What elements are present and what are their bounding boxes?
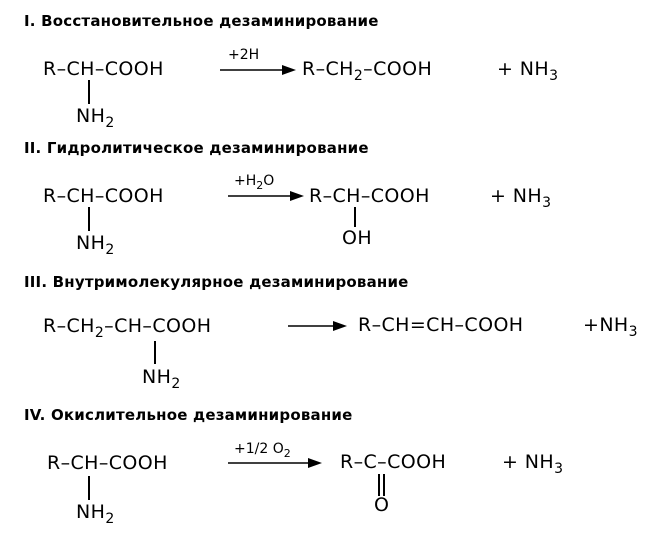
byproduct-formula: +NH3 bbox=[583, 314, 638, 340]
section-title: II. Гидролитическое дезаминирование bbox=[24, 139, 369, 157]
reaction-arrow-head bbox=[290, 191, 304, 201]
amino-group: NH2 bbox=[76, 232, 115, 258]
product-formula: R–CH–COOH bbox=[309, 185, 430, 207]
reaction-condition: +2H bbox=[228, 47, 260, 63]
reactant-formula: R–CH–COOH bbox=[43, 58, 164, 80]
amino-group: NH2 bbox=[142, 366, 181, 392]
amino-group: NH2 bbox=[76, 501, 115, 527]
byproduct-formula: + NH3 bbox=[497, 58, 559, 84]
reaction-arrow-head bbox=[282, 65, 296, 75]
reactant-formula: R–CH–COOH bbox=[43, 185, 164, 207]
section-title: I. Восстановительное дезаминирование bbox=[24, 12, 379, 30]
reaction-arrow-head bbox=[308, 458, 322, 468]
reaction-condition: +H2O bbox=[234, 173, 275, 192]
carbonyl-oxygen: O bbox=[374, 494, 390, 516]
section-title: III. Внутримолекулярное дезаминирование bbox=[24, 273, 409, 291]
reactant-formula: R–CH2–CH–COOH bbox=[43, 315, 212, 341]
reaction-arrow-head bbox=[333, 321, 347, 331]
byproduct-formula: + NH3 bbox=[490, 185, 552, 211]
product-formula: R–C–COOH bbox=[340, 451, 447, 473]
byproduct-formula: + NH3 bbox=[502, 451, 564, 477]
section-title: IV. Окислительное дезаминирование bbox=[24, 406, 353, 424]
amino-group: NH2 bbox=[76, 105, 115, 131]
hydroxyl-group: OH bbox=[342, 227, 373, 249]
reaction-condition: +1/2 O2 bbox=[234, 441, 291, 460]
product-formula: R–CH=CH–COOH bbox=[358, 314, 524, 336]
reactant-formula: R–CH–COOH bbox=[47, 452, 168, 474]
product-formula: R–CH2–COOH bbox=[302, 58, 433, 84]
